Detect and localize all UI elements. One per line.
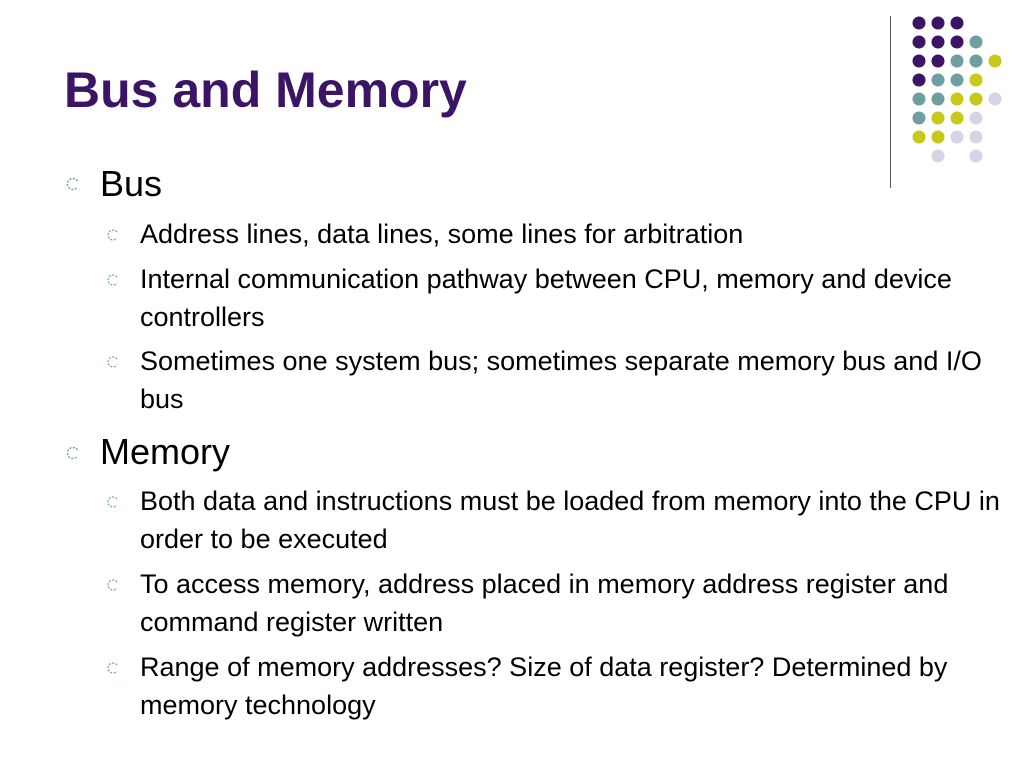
decorative-dot (931, 130, 945, 144)
section-heading-bus: Bus (100, 163, 163, 204)
decorative-dot (950, 92, 964, 106)
bullet-text: To access memory, address placed in memo… (140, 569, 949, 637)
decorative-dot (912, 73, 926, 87)
decorative-dot (912, 16, 926, 30)
bullet-icon (106, 661, 120, 675)
decorative-dot (969, 35, 983, 49)
bullet-icon (66, 177, 80, 191)
decorative-dot (950, 54, 964, 68)
decorative-dot (912, 35, 926, 49)
decorative-dot (931, 111, 945, 125)
bullet-text: Range of memory addresses? Size of data … (140, 652, 948, 720)
bullet-text: Address lines, data lines, some lines fo… (140, 219, 744, 249)
decorative-dot (969, 111, 983, 125)
bullet-icon (106, 228, 120, 242)
header-divider-line (890, 16, 891, 188)
decorative-dot (988, 54, 1002, 68)
decorative-dot (931, 16, 945, 30)
slide-title: Bus and Memory (64, 62, 467, 118)
decorative-dot (969, 92, 983, 106)
decorative-dot (912, 54, 926, 68)
bullet-icon (106, 355, 120, 369)
decorative-dot (950, 130, 964, 144)
bullet-text: Internal communication pathway between C… (140, 264, 952, 332)
decorative-dot (931, 54, 945, 68)
bullet-icon (66, 446, 80, 460)
decorative-dot (912, 130, 926, 144)
decorative-dot (950, 73, 964, 87)
bullet-text: Sometimes one system bus; sometimes sepa… (140, 346, 982, 414)
bullet-text: Both data and instructions must be loade… (140, 486, 1000, 554)
bullet-icon (106, 578, 120, 592)
decorative-dot (912, 92, 926, 106)
decorative-dot (931, 92, 945, 106)
decorative-dot (912, 111, 926, 125)
bullet-icon (106, 495, 120, 509)
decorative-dot (969, 73, 983, 87)
decorative-dot (950, 16, 964, 30)
section-heading-memory: Memory (100, 431, 231, 472)
decorative-dot (969, 54, 983, 68)
decorative-dot (931, 149, 945, 163)
decorative-dot (931, 35, 945, 49)
decorative-dot (950, 111, 964, 125)
decorative-dot (950, 35, 964, 49)
bullet-icon (106, 273, 120, 287)
decorative-dot (969, 149, 983, 163)
decorative-dot-grid (912, 16, 1002, 163)
decorative-dot (988, 92, 1002, 106)
decorative-dot (931, 73, 945, 87)
decorative-dot (969, 130, 983, 144)
